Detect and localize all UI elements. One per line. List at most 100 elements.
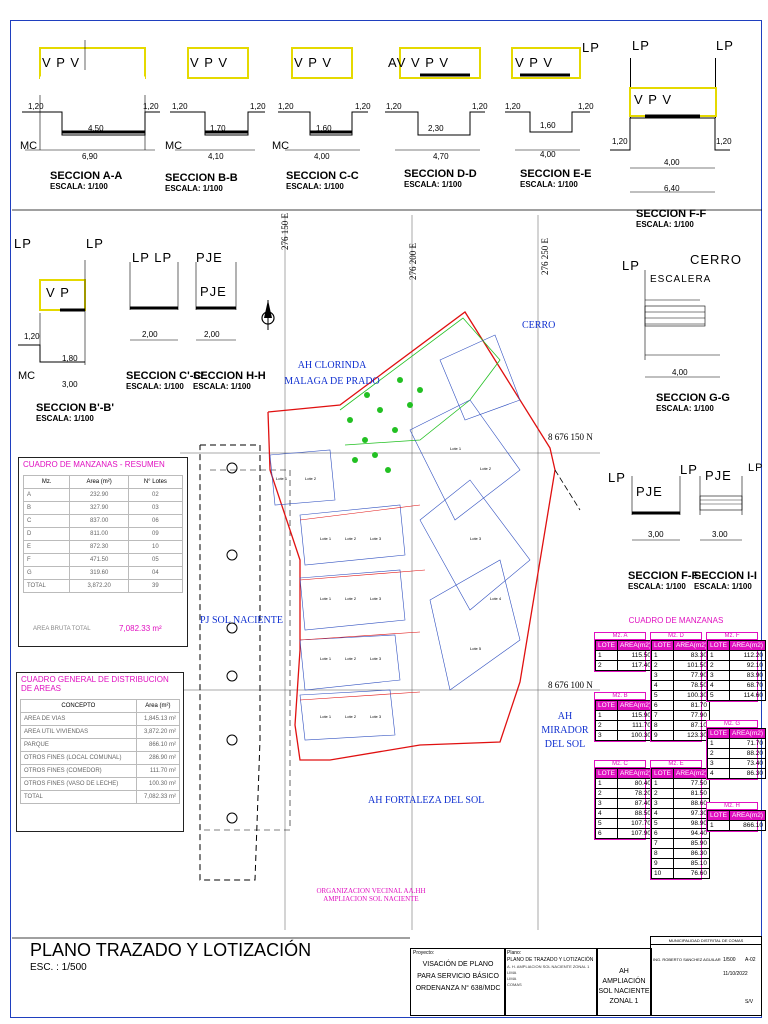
dim: 6,40 [664,184,680,193]
mz-cell: 73.40 [728,758,767,769]
svg-text:Lote 2: Lote 2 [345,656,357,661]
resumen-cell: C [22,514,71,528]
section-title: SECCION A-A [50,170,123,182]
mz-cell: 5 [595,818,618,829]
distribucion-cell: 111.70 m² [135,764,181,778]
mz-cell: 77.90 [672,710,711,721]
mz-cell: 4 [595,808,618,819]
dim: 1,20 [472,102,488,111]
dim: 6,90 [82,152,98,161]
tb-municipalidad: MUNICIPALIDAD DISTRITAL DE COMAS ING. RO… [650,936,762,1016]
distribucion-cell: 1,845.13 m² [135,712,181,726]
mz-cell: 3 [595,798,618,809]
lp-label: LP [632,38,650,53]
mz-header: LOTE [595,768,618,779]
tb-region: LIMA [507,970,517,975]
section-b-b-symbols: V P V [190,55,229,70]
pje-label: PJE [705,468,732,483]
dim: 1,20 [28,102,44,111]
svg-text:Lote 2: Lote 2 [345,536,357,541]
mz-cell: 87.10 [672,720,711,731]
mz-cell: 4 [707,680,730,691]
mc-label: MC [165,140,183,152]
resumen-cell: 327.90 [69,501,129,515]
tb-plano-value: PLANO DE TRAZADO Y LOTIZACIÓN [507,957,594,963]
svg-text:Lote 2: Lote 2 [345,714,357,719]
tb-plano: Plano: PLANO DE TRAZADO Y LOTIZACIÓN A. … [504,948,598,1016]
grid-label-e2: 276 200 E [408,243,418,280]
mz-cell: 114.60 [728,690,767,701]
dim: 1,60 [316,124,332,133]
distribucion-table: CUADRO GENERAL DE DISTRIBUCION DE AREAS … [16,672,184,832]
section-a-a-symbols: V P V [42,55,81,70]
mz-cell: 8 [651,720,674,731]
svg-text:Lote 4: Lote 4 [490,596,502,601]
section-b2-symbols: V P [46,285,70,300]
section-scale: ESCALA: 1/100 [636,220,694,229]
distribucion-cell: OTROS FINES (LOCAL COMUNAL) [20,751,137,765]
section-scale: ESCALA: 1/100 [286,182,344,191]
svg-text:Lote 3: Lote 3 [470,536,482,541]
distribucion-cell: OTROS FINES (COMEDOR) [20,764,137,778]
mz-cell: 2 [707,748,730,759]
mz-cell: 3 [651,798,674,809]
tb-proyecto: Proyecto: VISACIÓN DE PLANO PARA SERVICI… [410,948,506,1016]
section-c-c-symbols: V P V [294,55,333,70]
mz-cell: 107.70 [616,818,655,829]
section-title: SECCION H-H [193,370,266,382]
mz-cell: 4 [651,680,674,691]
mz-cell: 1 [595,778,618,789]
resumen-header: Mz. [22,475,71,489]
dim: 1,70 [210,124,226,133]
mz-header: AREA(m2) [672,640,711,651]
section-lp-symbols: PJE [196,250,223,265]
mz-cell: 2 [651,788,674,799]
page-scale: ESC. : 1/500 [30,962,87,973]
mz-header: LOTE [595,700,618,711]
svg-text:Lote 1: Lote 1 [450,446,462,451]
distribucion-header: Area (m²) [135,699,181,713]
mz-name: Mz. H [707,803,757,810]
mz-cell: 88.60 [672,798,711,809]
dim: 1,20 [355,102,371,111]
place-fortaleza: AH FORTALEZA DEL SOL [368,795,485,806]
mz-cell: 77.90 [672,670,711,681]
dim: 4,00 [314,152,330,161]
svg-text:Lote 3: Lote 3 [370,536,382,541]
mz-cell: 2 [595,788,618,799]
resumen-cell: 10 [127,540,184,554]
mz-cell: 7 [651,838,674,849]
resumen-cell: G [22,566,71,580]
section-scale: ESCALA: 1/100 [404,180,462,189]
lp-label: LP [582,40,600,55]
mz-name: Mz. B [595,693,645,700]
mz-cell: 1 [595,650,618,661]
section-scale: ESCALA: 1/100 [126,382,184,391]
mz-cell: 8 [651,848,674,859]
mz-cell: 7 [651,710,674,721]
svg-text:Lote 2: Lote 2 [345,596,357,601]
mz-header: LOTE [651,768,674,779]
mz-name: Mz. D [651,633,701,640]
mz-cell: 1 [707,738,730,749]
mz-cell: 2 [707,660,730,671]
section-title: SECCION F-F [636,208,707,220]
resumen-cell: 319.60 [69,566,129,580]
mz-cell: 2 [595,720,618,731]
mz-cell: 81.50 [672,788,711,799]
place-pj-sol-naciente: PJ SOL NACIENTE [200,615,283,626]
